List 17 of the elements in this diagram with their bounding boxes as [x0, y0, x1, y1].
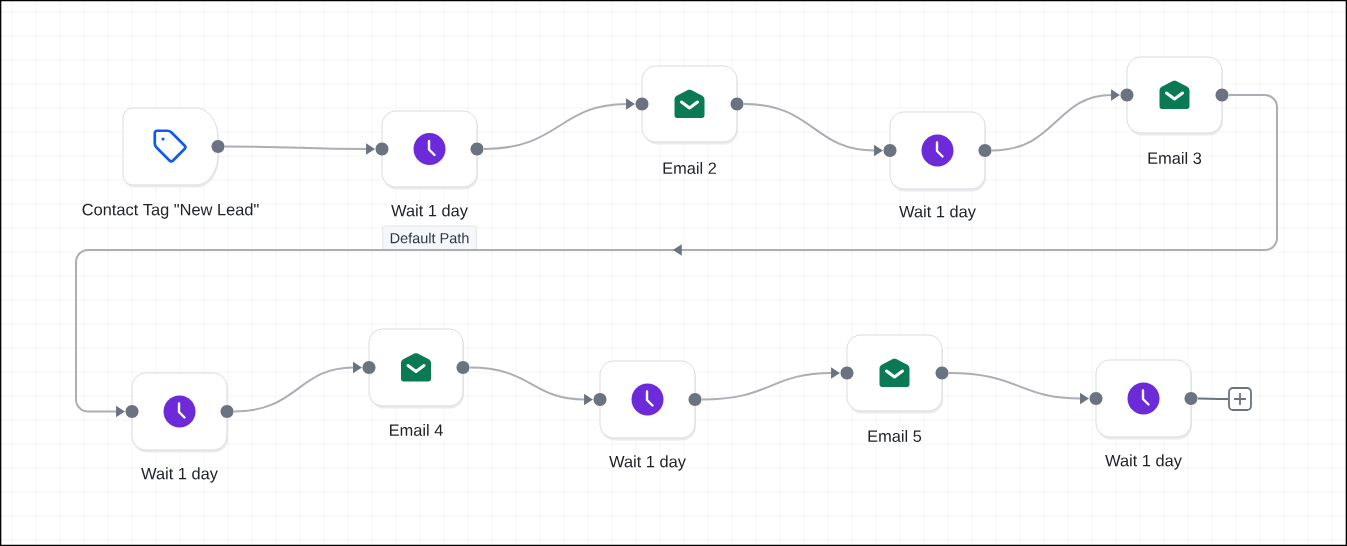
- step-label: Wait 1 day: [1105, 454, 1182, 470]
- arrow: [990, 89, 1120, 152]
- step-label: Wait 1 day: [899, 205, 976, 221]
- step-label: Wait 1 day: [609, 455, 686, 471]
- step-label: Email 5: [868, 429, 922, 442]
- step-label: Email 4: [390, 423, 443, 436]
- step-label: Wait 1 day: [141, 467, 218, 483]
- step-label: Contact Tag "New Lead": [82, 203, 259, 219]
- connector-line: [1196, 397, 1230, 400]
- step-label: Email 2: [663, 161, 716, 174]
- add-step-icon: [1228, 387, 1252, 411]
- arrow: [232, 361, 362, 413]
- branch-label: Default Path: [382, 225, 477, 251]
- step-label: Email 3: [1148, 151, 1202, 164]
- arrow: [700, 367, 840, 401]
- arrow: [482, 98, 635, 150]
- step-label: Wait 1 day: [391, 204, 468, 220]
